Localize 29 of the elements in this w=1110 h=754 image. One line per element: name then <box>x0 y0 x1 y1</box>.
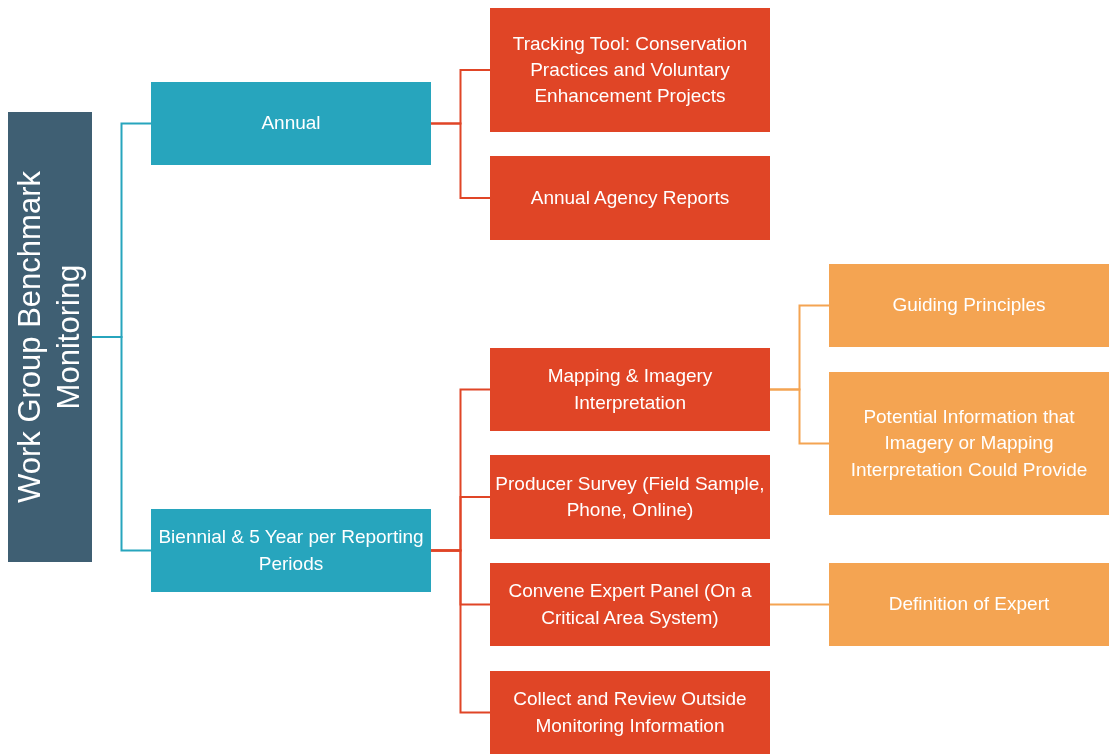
node-label: Biennial & 5 Year per Reporting Periods <box>157 525 425 576</box>
node-label: Collect and Review Outside Monitoring Information <box>512 687 748 738</box>
item-box <box>490 455 770 539</box>
item-box <box>490 8 770 132</box>
node-label: Definition of Expert <box>888 592 1050 617</box>
node-label: Tracking Tool: Conservation Practices and Voluntary Enhancement Projects <box>511 31 749 109</box>
item-box <box>490 348 770 431</box>
detail-box <box>829 264 1109 347</box>
connector-line <box>769 388 830 445</box>
detail-box <box>829 563 1109 646</box>
connector-line <box>430 549 491 714</box>
node-label: Convene Expert Panel (On a Critical Area System) <box>507 579 753 630</box>
node-label: Work Group Benchmark Monitoring <box>11 170 87 505</box>
category-box <box>151 82 431 165</box>
node-label: Annual <box>261 111 321 136</box>
title-bar <box>8 112 92 562</box>
connector-line <box>91 336 152 552</box>
connector-line <box>430 122 491 199</box>
connector-line <box>769 603 830 606</box>
node-label: Mapping & Imagery Interpretation <box>546 364 714 415</box>
node-label: Producer Survey (Field Sample, Phone, Online) <box>494 471 766 522</box>
node-label: Guiding Principles <box>892 293 1046 318</box>
item-box <box>490 671 770 754</box>
node-label: Potential Information that Imagery or Mapping Interpretation Could Provide <box>849 405 1089 482</box>
category-box <box>151 509 431 592</box>
item-box <box>490 563 770 646</box>
node-label: Annual Agency Reports <box>530 185 730 210</box>
detail-box <box>829 372 1109 515</box>
item-box <box>490 156 770 240</box>
